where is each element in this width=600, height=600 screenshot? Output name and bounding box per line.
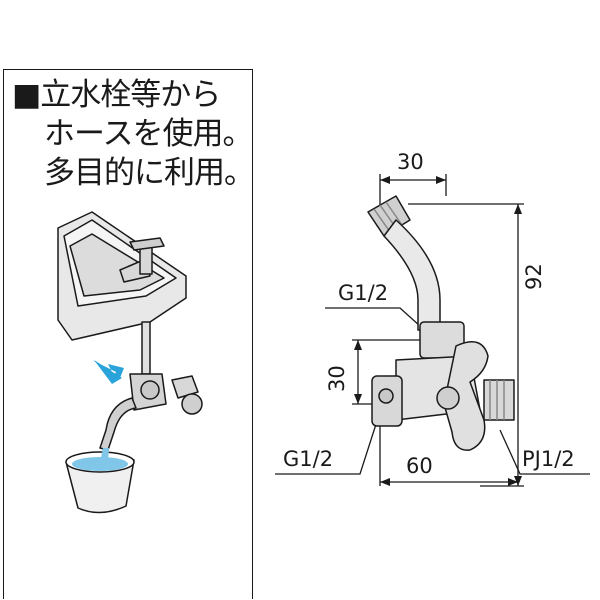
- dimension-height-total: 92: [522, 263, 546, 290]
- caption-text-1: 立水栓等から: [40, 77, 221, 113]
- spout-icon: [383, 219, 441, 331]
- caption: ■立水栓等から ホースを使用。 多目的に利用。: [12, 76, 255, 193]
- caption-line-2: ホースを使用。: [44, 116, 253, 152]
- leader-thread-outlet: [499, 429, 590, 475]
- label-thread-outlet: PJ1/2: [522, 447, 575, 471]
- outlet-thread-icon: [483, 379, 515, 421]
- illustration-panel: [3, 69, 253, 599]
- caption-marker: ■: [12, 77, 41, 113]
- caption-line-3: 多目的に利用。: [44, 155, 255, 191]
- leader-thread-lower: [275, 417, 379, 475]
- leader-thread-upper: [325, 307, 421, 327]
- caption-line-1: ■立水栓等から: [12, 76, 254, 115]
- label-thread-lower: G1/2: [283, 447, 334, 471]
- dimension-width-body: 60: [406, 454, 433, 478]
- label-thread-upper: G1/2: [338, 281, 389, 305]
- dimension-top-width: 30: [397, 150, 424, 174]
- dimension-height-body: 30: [325, 365, 349, 392]
- water-surface-icon: [72, 457, 128, 471]
